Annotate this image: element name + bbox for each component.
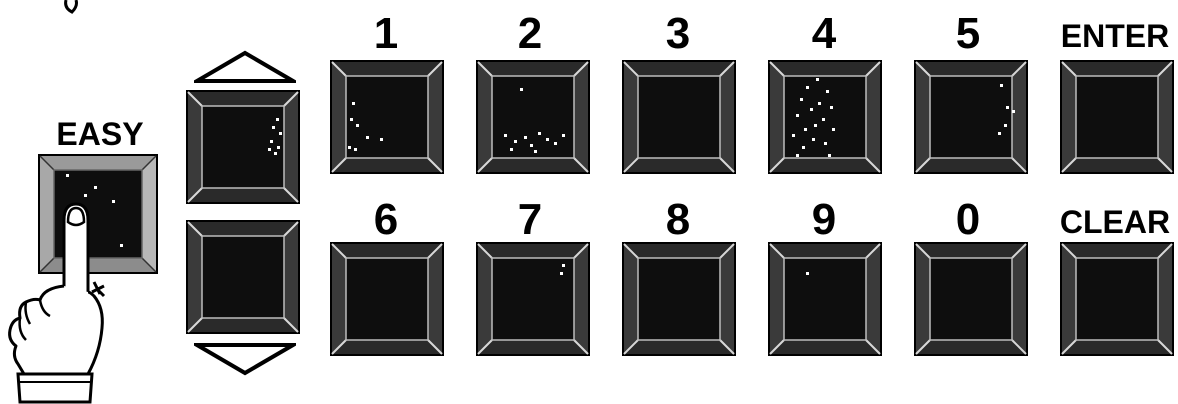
- easy-label: EASY: [42, 118, 158, 150]
- key-3[interactable]: [620, 58, 738, 176]
- pointing-hand-icon: [4, 196, 116, 404]
- triangle-down-icon: [194, 342, 296, 376]
- up-key[interactable]: [184, 88, 302, 206]
- key-label-2: 2: [470, 12, 590, 56]
- enter-label: ENTER: [1052, 20, 1178, 52]
- down-key[interactable]: [184, 218, 302, 336]
- key-label-7: 7: [470, 198, 590, 242]
- key-label-1: 1: [326, 12, 446, 56]
- key-9[interactable]: [766, 240, 884, 358]
- key-label-5: 5: [908, 12, 1028, 56]
- key-2[interactable]: [474, 58, 592, 176]
- key-8[interactable]: [620, 240, 738, 358]
- key-label-4: 4: [764, 12, 884, 56]
- triangle-up-icon: [194, 50, 296, 84]
- key-4[interactable]: [766, 58, 884, 176]
- key-0[interactable]: [912, 240, 1030, 358]
- key-label-0: 0: [908, 198, 1028, 242]
- clear-key[interactable]: [1058, 240, 1176, 358]
- key-7[interactable]: [474, 240, 592, 358]
- key-6[interactable]: [328, 240, 446, 358]
- key-1[interactable]: [328, 58, 446, 176]
- key-label-8: 8: [618, 198, 738, 242]
- key-label-3: 3: [618, 12, 738, 56]
- enter-key[interactable]: [1058, 58, 1176, 176]
- key-5[interactable]: [912, 58, 1030, 176]
- clear-label: CLEAR: [1052, 206, 1178, 238]
- corner-mark: [62, 0, 82, 16]
- key-label-6: 6: [326, 198, 446, 242]
- key-label-9: 9: [764, 198, 884, 242]
